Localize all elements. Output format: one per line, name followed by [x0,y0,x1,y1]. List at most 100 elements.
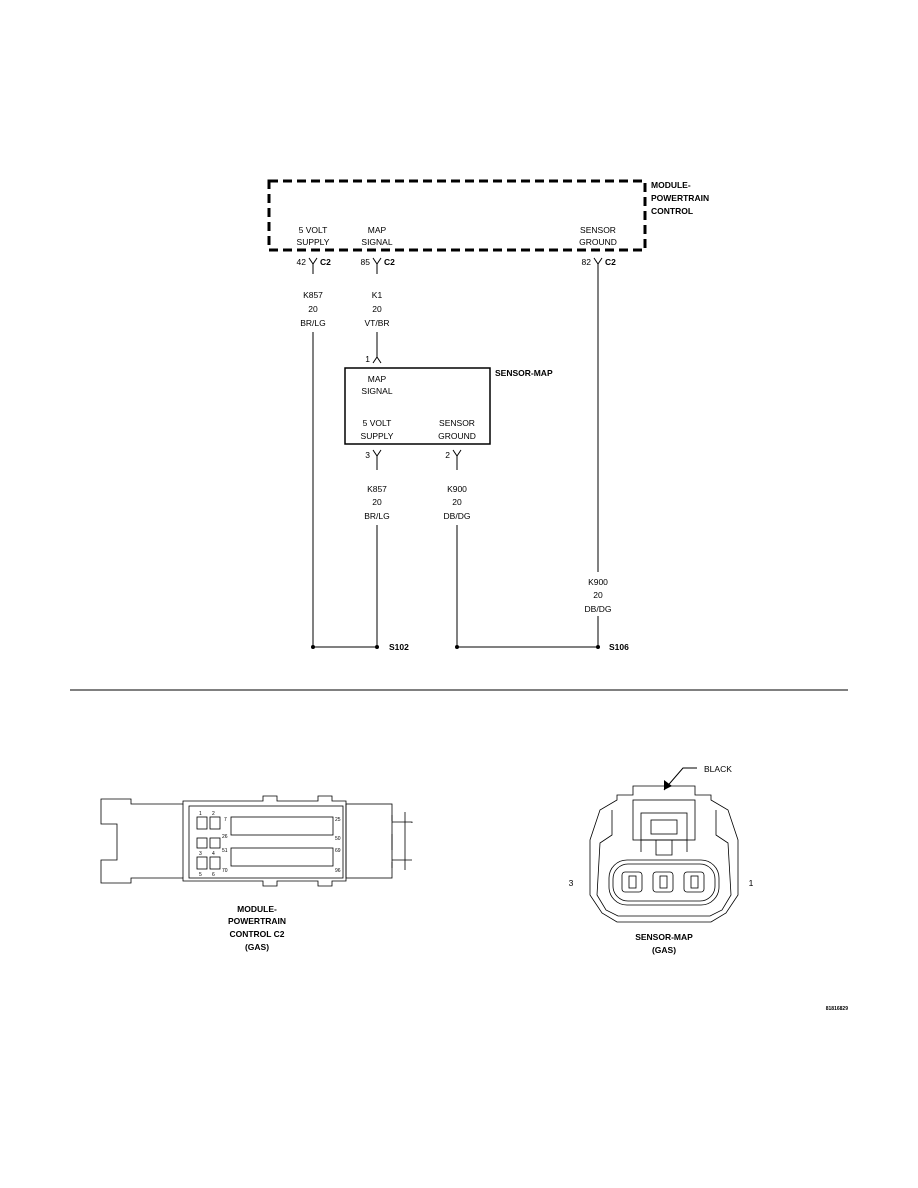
cavity-number: 2 [212,811,215,817]
sensor-map-connector-view: 3 1 BLACK SENSOR-MAP (GAS) [569,764,754,955]
wire-gauge: 20 [452,497,462,507]
pcm-signal-label-2: SIGNAL [361,237,392,247]
row-number: 26 [222,834,228,840]
pcm-name-line-1: MODULE- [651,180,691,190]
row-number: 69 [335,848,341,854]
wire-gauge: 20 [372,497,382,507]
pcm-c2-connector-view: 1 2 3 4 5 6 7 26 51 70 25 50 69 96 MODUL… [100,795,413,952]
terminal-symbol [372,350,382,364]
pcm-module: MODULE- POWERTRAIN CONTROL 5 VOLT SUPPLY… [267,179,709,252]
cavity-4 [209,856,221,870]
wire-color: VT/BR [364,318,389,328]
wire-color: BR/LG [300,318,326,328]
circuit-id: K900 [447,484,467,494]
terminal-block [188,805,344,879]
wire-label-k857-pcm: K857 20 BR/LG [300,290,326,328]
wire-label-k900-sensor: K900 20 DB/DG [444,484,471,521]
row-number: 25 [335,817,341,823]
left-pin-number: 3 [569,878,574,888]
circuit-id: K857 [303,290,323,300]
sensor-map-pin-1: 1 [365,350,382,364]
caption-line-1: MODULE- [237,904,277,914]
pcm-dashed-outline [267,179,647,252]
lock-tab-window [650,819,678,835]
cavity-number: 3 [199,851,202,857]
terminal-slot [652,871,674,893]
terminal-symbol [308,257,318,274]
circuit-id: K857 [367,484,387,494]
pcm-name-line-3: CONTROL [651,206,693,216]
connector-outline [100,795,347,887]
wire-label-k1: K1 20 VT/BR [364,290,389,328]
cavity-number: 6 [212,872,215,878]
sensor-ground-label-2: GROUND [438,431,476,441]
pcm-signal-label-1: MAP [368,225,387,235]
rear-shroud [345,803,393,879]
connector-id: C2 [384,257,395,267]
row-number: 96 [335,868,341,874]
pin-number: 3 [365,450,370,460]
circuit-id: K1 [372,290,383,300]
callout-label: BLACK [704,764,732,774]
pcm-pin-82: 82 C2 [582,257,616,274]
cavity-mid-1 [196,837,208,849]
row-number: 51 [222,848,228,854]
sensor-signal-label-2: SIGNAL [361,386,392,396]
terminal-2 [652,871,674,893]
caption-line-2: (GAS) [652,945,676,955]
row-number: 70 [222,868,228,874]
wire-label-k857-sensor: K857 20 BR/LG [364,484,390,521]
cavity-top-row [230,816,334,836]
pcm-ground-label-2: GROUND [579,237,617,247]
connector-id: C2 [320,257,331,267]
wire-gauge: 20 [593,590,603,600]
cavity-number: 1 [199,811,202,817]
terminal-symbol [372,257,382,274]
cavity-2 [209,816,221,830]
wire-gauge: 20 [308,304,318,314]
sensor-map-module: SENSOR-MAP MAP SIGNAL 5 VOLT SUPPLY SENS… [344,367,553,445]
splice-dot [375,645,379,649]
pcm-ground-label-1: SENSOR [580,225,616,235]
caption-line-4: (GAS) [245,942,269,952]
pin-number: 82 [582,257,592,267]
splice-dot [596,645,600,649]
pin-number: 2 [445,450,450,460]
terminal-pin [659,875,668,889]
sensor-ground-label-1: SENSOR [439,418,475,428]
figure-id: 81816829 [826,1006,848,1012]
pin-number: 85 [361,257,371,267]
splice-label: S102 [389,642,409,652]
terminal-cavity-housing [608,859,720,906]
terminal-symbol [452,449,462,470]
wire-label-k900-pcm: K900 20 DB/DG [585,577,612,614]
caption-line-2: POWERTRAIN [228,916,286,926]
sensor-map-pin-3: 3 [365,449,382,470]
lock-ribs [640,840,688,856]
caption-line-1: SENSOR-MAP [635,932,693,942]
terminal-symbol [372,449,382,470]
pcm-pin-42: 42 C2 [297,257,331,274]
circuit-id: K900 [588,577,608,587]
row-number: 7 [224,817,227,823]
wire-color: BR/LG [364,511,390,521]
connector-outer-shell [589,785,739,923]
sensor-map-name: SENSOR-MAP [495,368,553,378]
wire-color: DB/DG [444,511,471,521]
latch-tab [392,812,413,870]
sensor-signal-label-1: MAP [368,374,387,384]
pcm-name-line-2: POWERTRAIN [651,193,709,203]
connector-id: C2 [605,257,616,267]
terminal-3 [621,871,643,893]
wire-gauge: 20 [372,304,382,314]
pcm-pin-85: 85 C2 [361,257,395,274]
pcm-supply-label-2: SUPPLY [297,237,330,247]
terminal-symbol [593,257,603,274]
lock-tab-inner [640,812,688,841]
terminal-slot [621,871,643,893]
pin-number: 1 [365,354,370,364]
sensor-map-box [344,367,491,445]
terminal-1 [683,871,705,893]
splice-dot [455,645,459,649]
